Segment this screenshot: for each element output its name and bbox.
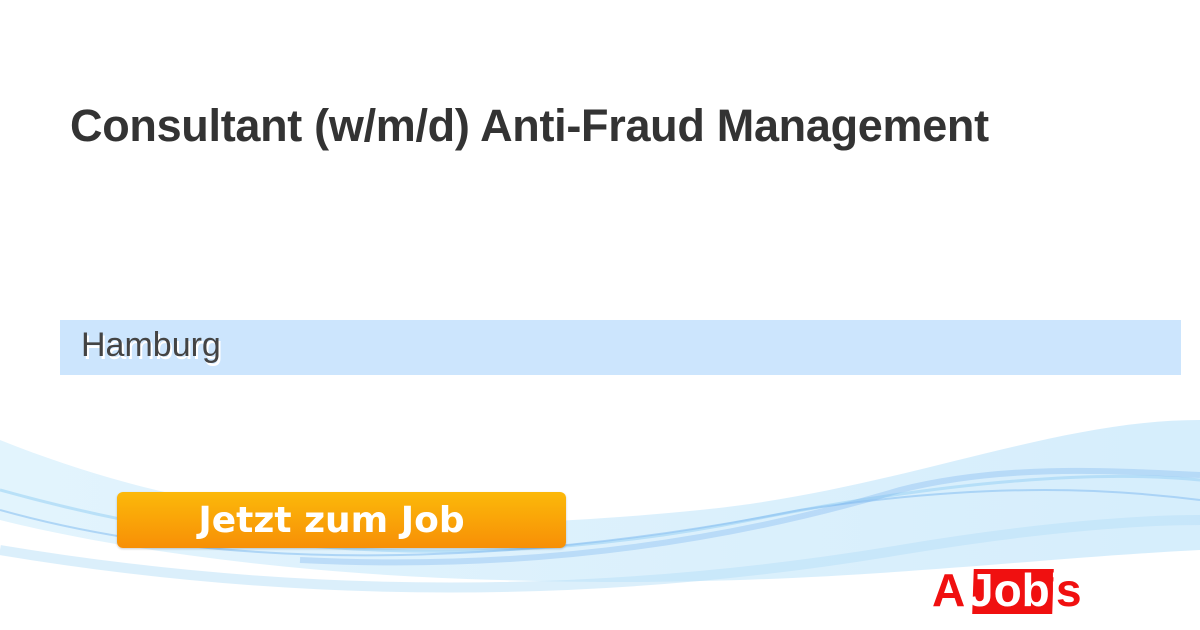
job-title: Consultant (w/m/d) Anti-Fraud Management [70, 100, 989, 151]
logo-s: s [1056, 564, 1082, 616]
logo-job: Jobi [968, 564, 1063, 616]
location-bar: Hamburg [60, 320, 1181, 375]
ajobis-logo[interactable]: A Jobi s [930, 565, 1100, 615]
apply-button[interactable]: Jetzt zum Job [117, 492, 566, 548]
logo-a: A [932, 564, 966, 616]
location-text: Hamburg [81, 326, 221, 364]
apply-button-label: Jetzt zum Job [198, 499, 465, 541]
